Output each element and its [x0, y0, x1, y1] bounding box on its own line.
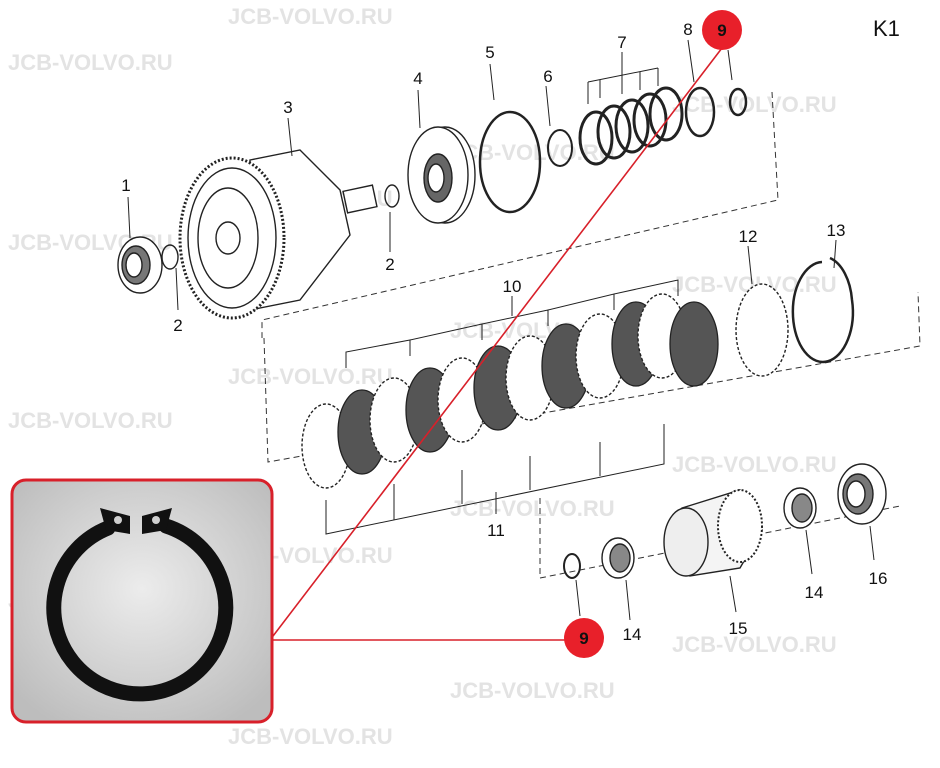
watermark: JCB-VOLVO.RU	[8, 50, 173, 75]
callout-2: 2	[173, 316, 182, 335]
callout-13: 13	[827, 221, 846, 240]
part-9-circlip	[728, 87, 748, 117]
badge-9-bottom: 9	[579, 629, 588, 648]
highlight-badge-bottom: 9	[564, 618, 604, 658]
callout-14: 14	[805, 583, 824, 602]
callout-14: 14	[623, 625, 642, 644]
watermark: JCB-VOLVO.RU	[672, 92, 837, 117]
clutch-pack	[301, 293, 719, 489]
leader-lines	[127, 39, 875, 621]
part-14-needle-bearing	[601, 537, 635, 579]
callout-16: 16	[869, 569, 888, 588]
callout-5: 5	[485, 43, 494, 62]
part-1-bearing	[117, 236, 163, 294]
watermark: JCB-VOLVO.RU	[450, 496, 615, 521]
part-16-bearing	[837, 463, 887, 525]
callout-4: 4	[413, 69, 422, 88]
watermark: JCB-VOLVO.RU	[228, 724, 393, 749]
figure-label: K1	[873, 16, 900, 41]
callout-numbers: 1 2 3 2 4 5 6 7 8 10 11 12 13 14 15 14 1…	[121, 20, 887, 644]
callout-11: 11	[487, 521, 505, 540]
part-4-piston	[407, 126, 476, 224]
callout-15: 15	[729, 619, 748, 638]
part-5-o-ring	[478, 110, 542, 214]
part-6-ring	[547, 129, 573, 167]
part-7-spring-set	[578, 86, 684, 166]
assembly-outline-middle	[263, 291, 921, 463]
part-8-plate	[684, 86, 716, 138]
callout-10: 10	[503, 277, 522, 296]
part-9-circlip-lower	[563, 553, 581, 579]
assembly-outline-bottom	[539, 498, 901, 579]
part-2-small-ring	[384, 184, 400, 208]
callout-7: 7	[617, 33, 626, 52]
part-2-snap-ring	[161, 244, 179, 270]
part-13-snap-ring	[791, 256, 855, 364]
callout-8: 8	[683, 20, 692, 39]
callout-12: 12	[739, 227, 758, 246]
inset-photo	[10, 478, 274, 724]
watermark: JCB-VOLVO.RU	[450, 678, 615, 703]
watermark: JCB-VOLVO.RU	[672, 452, 837, 477]
badge-9-top: 9	[717, 21, 726, 40]
callout-6: 6	[543, 67, 552, 86]
callout-3: 3	[283, 98, 292, 117]
callout-2: 2	[385, 255, 394, 274]
part-3-gear-shaft	[178, 149, 378, 320]
highlight-badge-top: 9	[702, 10, 742, 50]
callout-1: 1	[121, 176, 130, 195]
part-14-needle-bearing-right	[783, 487, 817, 529]
watermark: JCB-VOLVO.RU	[228, 4, 393, 29]
part-15-gear	[663, 489, 763, 577]
watermark: JCB-VOLVO.RU	[8, 408, 173, 433]
circlip-photo	[46, 508, 234, 702]
part-12-end-plate	[735, 283, 789, 377]
assembly-outline-top	[261, 91, 779, 338]
watermark: JCB-VOLVO.RU	[672, 632, 837, 657]
highlight-connectors	[269, 47, 723, 641]
watermark: JCB-VOLVO.RU	[228, 364, 393, 389]
